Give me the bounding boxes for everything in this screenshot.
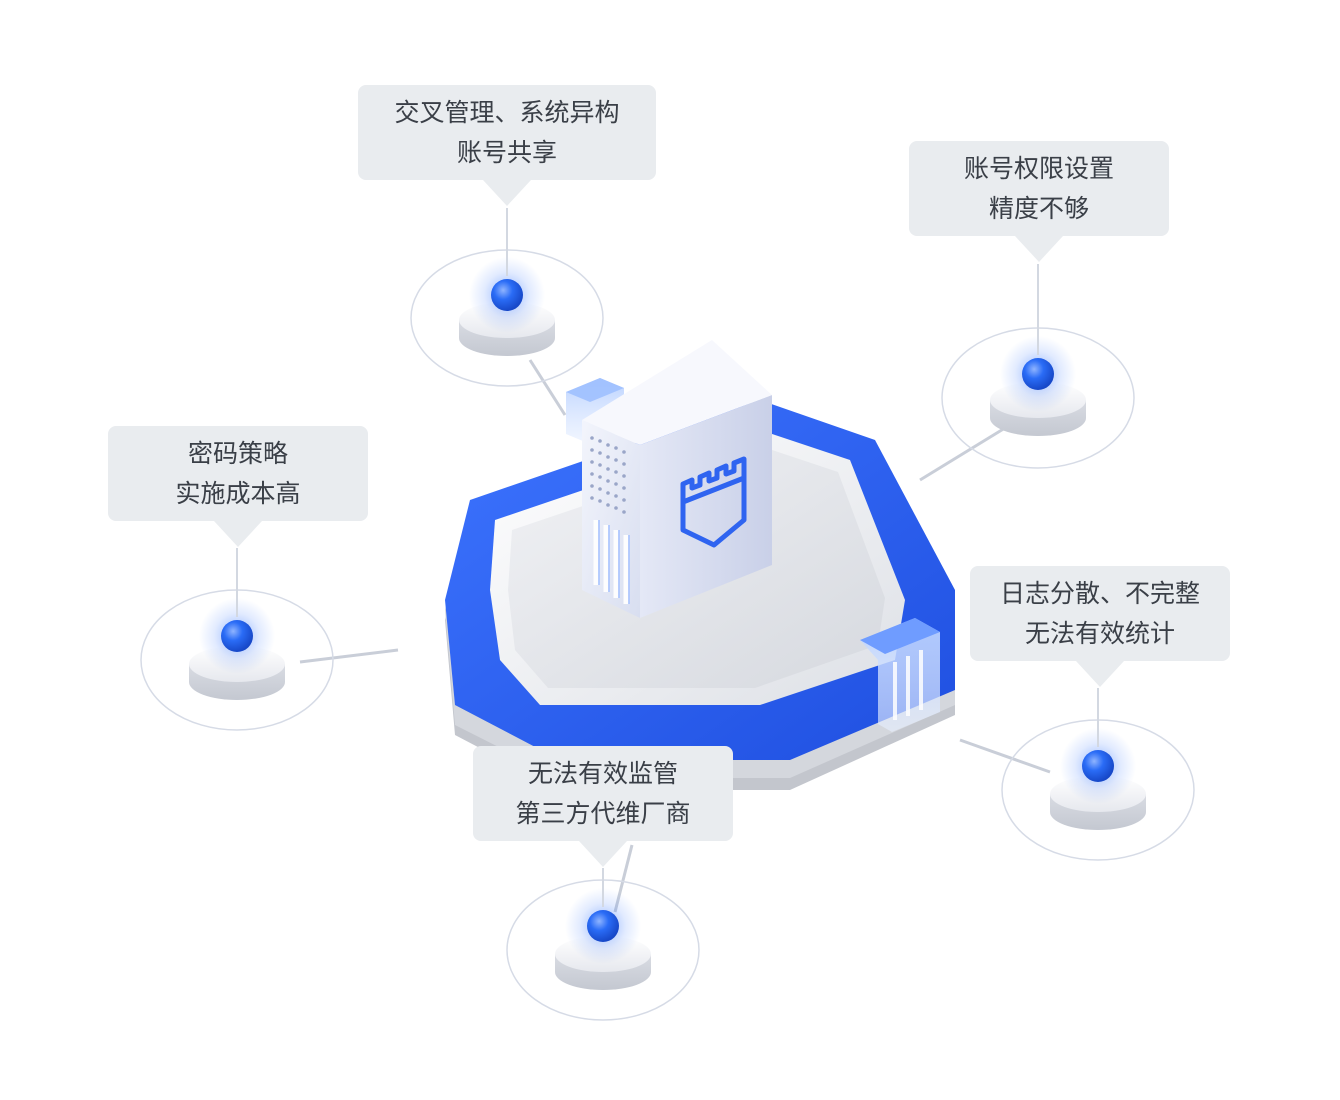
castle-shield-icon xyxy=(680,456,747,548)
callout-line: 账号权限设置 xyxy=(963,154,1114,183)
light-slots xyxy=(593,520,629,604)
vent-grid xyxy=(590,436,626,514)
callout-log-statistics: 日志分散、不完整 无法有效统计 xyxy=(970,566,1230,687)
node-right-upper xyxy=(941,264,1135,469)
callout-line: 交叉管理、系统异构 xyxy=(394,98,620,127)
callout-line: 实施成本高 xyxy=(175,479,301,508)
callout-line: 无法有效统计 xyxy=(1024,619,1175,648)
callout-line: 第三方代维厂商 xyxy=(515,799,691,828)
callout-line: 无法有效监管 xyxy=(527,759,678,788)
callout-line: 日志分散、不完整 xyxy=(999,579,1200,608)
callout-account-sharing: 交叉管理、系统异构 账号共享 xyxy=(358,85,656,206)
callout-password-policy: 密码策略 实施成本高 xyxy=(108,426,368,547)
callout-line: 精度不够 xyxy=(988,194,1089,223)
node-right-lower xyxy=(1001,688,1195,861)
callout-permission-precision: 账号权限设置 精度不够 xyxy=(909,141,1169,262)
node-left xyxy=(140,548,334,731)
callout-line: 密码策略 xyxy=(187,439,288,468)
callout-vendor-supervision: 无法有效监管 第三方代维厂商 xyxy=(473,746,733,867)
callout-line: 账号共享 xyxy=(456,138,557,167)
server-tower xyxy=(582,340,772,618)
glass-block-right xyxy=(860,618,940,732)
node-bottom xyxy=(506,868,700,1021)
node-top xyxy=(410,208,604,387)
